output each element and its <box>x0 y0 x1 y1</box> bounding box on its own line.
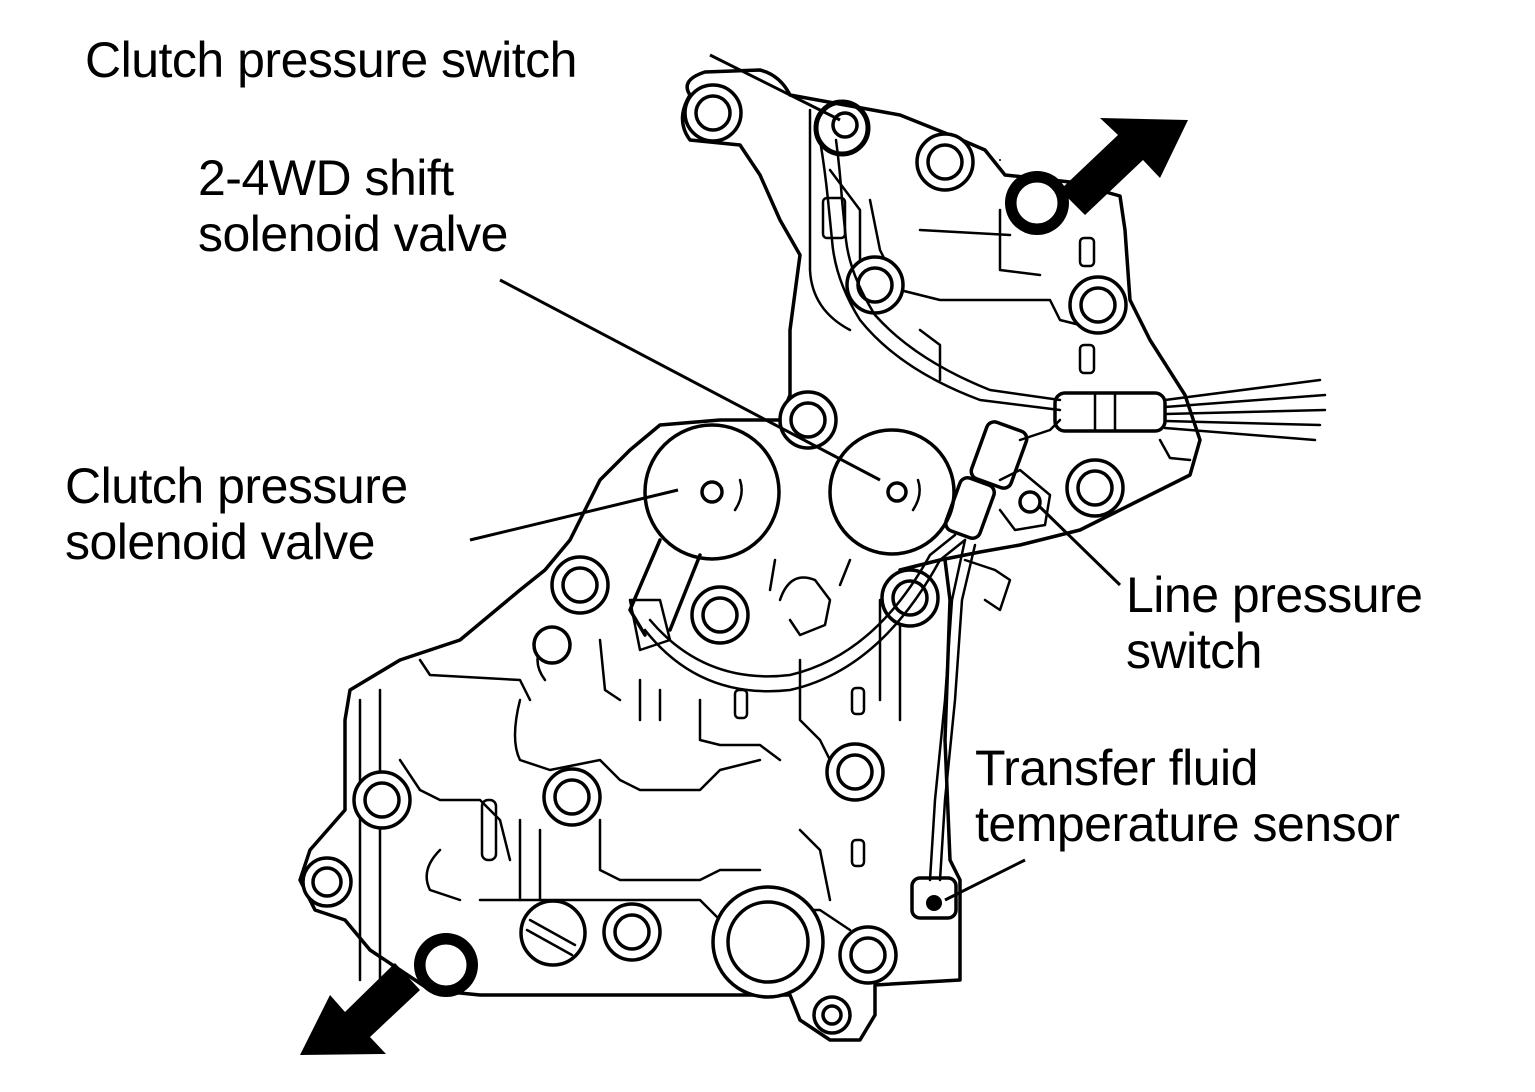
bottom-boss <box>711 885 825 999</box>
line-pressure-switch-part <box>944 418 1062 540</box>
slotted-plug <box>519 625 587 967</box>
wire-harness <box>1053 378 1327 462</box>
shift-solenoid <box>768 428 956 637</box>
solenoid-wiring <box>628 533 967 693</box>
label-clutch-pressure-solenoid-valve: Clutch pressure solenoid valve <box>65 458 408 570</box>
upper-right-arrow <box>1060 118 1188 215</box>
label-clutch-pressure-switch: Clutch pressure switch <box>85 32 577 88</box>
upper-bolt-holes <box>683 83 1128 518</box>
lower-left-arrow <box>300 963 420 1055</box>
lower-bolt-holes <box>301 555 940 1035</box>
label-line-pressure-switch: Line pressure switch <box>1126 567 1423 679</box>
label-transfer-fluid-temperature-sensor: Transfer fluid temperature sensor <box>975 740 1400 852</box>
clutch-pressure-solenoid <box>628 423 781 637</box>
leader-lines <box>469 53 1122 902</box>
fluid-temp-sensor-part <box>910 538 1012 920</box>
clutch-pressure-switch-part <box>813 99 1062 412</box>
label-shift-solenoid-valve: 2-4WD shift solenoid valve <box>198 150 508 262</box>
upper-drain-plug <box>1005 171 1069 235</box>
lower-drain-plug <box>414 933 478 997</box>
